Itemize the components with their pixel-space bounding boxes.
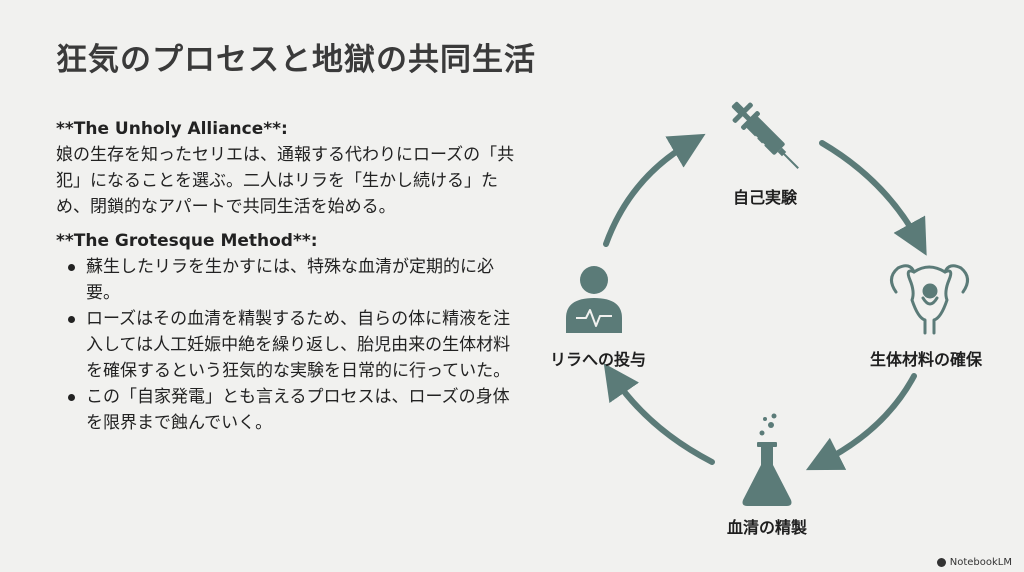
node-label-self-experiment: 自己実験: [732, 188, 798, 207]
patient-icon: [566, 266, 622, 333]
section1-body: 娘の生存を知ったセリエは、通報する代わりにローズの「共犯」になることを選ぶ。二人…: [56, 145, 515, 217]
uterus-icon: [890, 264, 969, 335]
bullet-list: 蘇生したリラを生かすには、特殊な血清が定期的に必要。 ローズはその血清を精製する…: [56, 254, 516, 436]
section2-heading: **The Grotesque Method**:: [56, 231, 318, 251]
brand-watermark: NotebookLM: [936, 557, 1012, 568]
node-label-biomaterial: 生体材料の確保: [869, 350, 983, 369]
section1-heading: **The Unholy Alliance**:: [56, 119, 288, 139]
page-title: 狂気のプロセスと地獄の共同生活: [56, 42, 536, 78]
cycle-arrow-bottom-right: [805, 373, 917, 471]
bullet-item: 蘇生したリラを生かすには、特殊な血清が定期的に必要。: [56, 254, 516, 306]
cycle-arrow-top-left: [603, 133, 706, 247]
text-panel: **The Unholy Alliance**: 娘の生存を知ったセリエは、通報…: [56, 116, 516, 436]
flask-icon: [742, 413, 792, 506]
node-label-administer: リラへの投与: [549, 350, 647, 369]
node-label-serum: 血清の精製: [726, 518, 808, 537]
notebooklm-logo-icon: [936, 558, 946, 567]
syringe-icon: [731, 101, 799, 169]
bullet-item: この「自家発電」とも言えるプロセスは、ローズの身体を限界まで蝕んでいく。: [56, 384, 516, 436]
bullet-item: ローズはその血清を精製するため、自らの体に精液を注入しては人工妊娠中絶を繰り返し…: [56, 306, 516, 384]
brand-label: NotebookLM: [949, 557, 1012, 568]
cycle-arrow-top-right: [819, 140, 927, 256]
cycle-arrow-bottom-left: [603, 363, 715, 465]
